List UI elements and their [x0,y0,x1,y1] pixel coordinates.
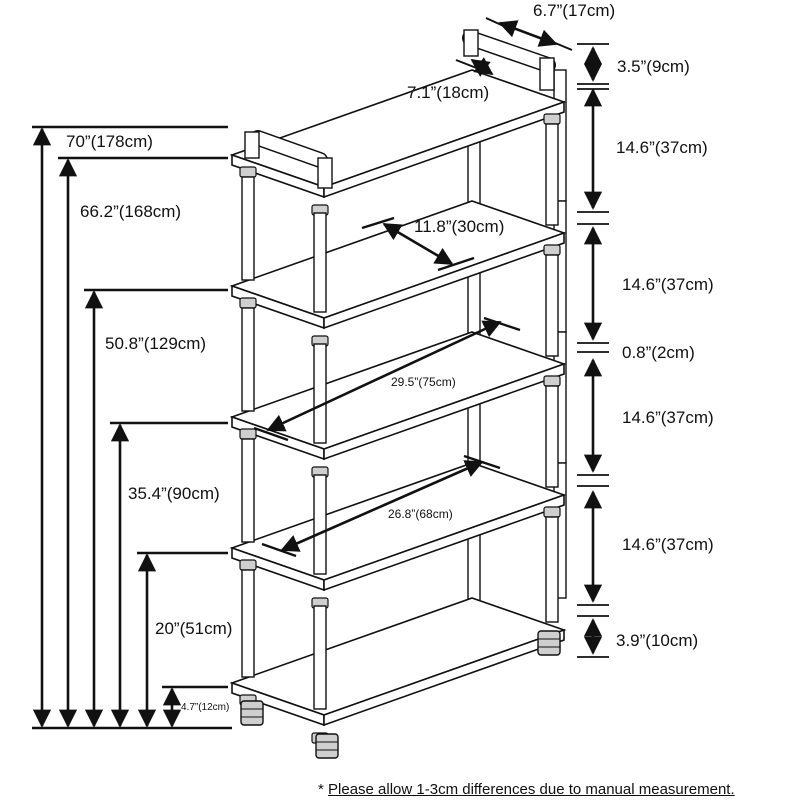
top-pipe-depth-arrow [470,57,494,77]
height-shelf-3-label: 35.4”(90cm) [128,484,220,503]
height-shelf-2-label: 20”(51cm) [155,619,233,638]
top-rail-height-label: 3.5”(9cm) [617,57,690,76]
rear-right-post [545,385,559,488]
shelf-fitting [239,428,257,440]
top-rail-elbow [244,131,260,159]
spacing-label-1: 14.6”(37cm) [616,138,708,157]
front-left-post [241,307,255,412]
shelf-fitting [543,375,561,387]
top-pipe-length-arrow [498,20,558,47]
spacing-label-3: 14.6”(37cm) [622,408,714,427]
top-pipe-depth-label: 7.1”(18cm) [407,83,490,102]
shelf-depth-tick [361,216,395,230]
top-rail-elbow [317,157,333,189]
front-right-post [313,605,327,710]
shelf-foot [240,700,264,726]
measurement-footnote: * Please allow 1-3cm differences due to … [318,781,735,798]
shelf-thickness-label: 0.8”(2cm) [622,343,695,362]
front-right-post [313,474,327,575]
shelf-width-outer-arrow [266,320,502,432]
shelf-width-outer-label: 29.5”(75cm) [391,375,456,389]
front-left-post [241,176,255,281]
rear-right-post [545,123,559,226]
shelf-depth-label: 11.8”(30cm) [414,217,505,236]
bottom-clearance-label: 3.9”(10cm) [616,631,699,650]
front-left-post [241,569,255,678]
shelf-side-edge [323,628,565,727]
shelf-fitting [543,113,561,125]
height-shelf-5-label: 66.2”(168cm) [80,202,182,221]
rear-right-post [545,254,559,357]
spacing-label-2: 14.6”(37cm) [622,275,714,294]
top-rail-left-fill [251,131,327,167]
spacing-label-4: 14.6”(37cm) [622,535,714,554]
shelf-foot [537,630,561,656]
shelf-depth-arrow [382,222,454,266]
shelf-foot [315,733,339,759]
top-rail-elbow [539,57,555,91]
shelf-fitting [543,506,561,518]
top-rail-elbow [463,29,479,57]
front-left-post [241,438,255,543]
front-right-post [313,212,327,313]
shelf-fitting [239,559,257,571]
shelf-fitting [543,244,561,256]
total-height-label: 70”(178cm) [66,132,153,151]
dimension-lines [32,17,609,730]
height-shelf-1-label: 4.7”(12cm) [181,702,230,713]
shelf-width-outer-tick [483,316,521,332]
shelf-structure [229,29,567,759]
shelf-fitting [239,166,257,178]
footnote-star: * [318,781,324,798]
top-rail-right-fill [463,31,555,72]
top-pipe-length-label: 6.7”(17cm) [533,1,616,20]
rear-right-post [545,516,559,623]
front-right-post [313,343,327,444]
shelf-side-edge [323,100,565,199]
shelf-width-inner-arrow [280,460,484,552]
height-shelf-4-label: 50.8”(129cm) [105,334,207,353]
shelf-width-outer-tick [253,426,289,442]
shelf-fitting [239,297,257,309]
footnote-text: Please allow 1-3cm differences due to ma… [328,781,735,798]
shelf-width-inner-tick [261,542,297,558]
shelf-depth-tick [437,256,475,272]
top-pipe-length-tick [485,17,509,29]
shelf-width-inner-label: 26.8”(68cm) [388,507,453,521]
